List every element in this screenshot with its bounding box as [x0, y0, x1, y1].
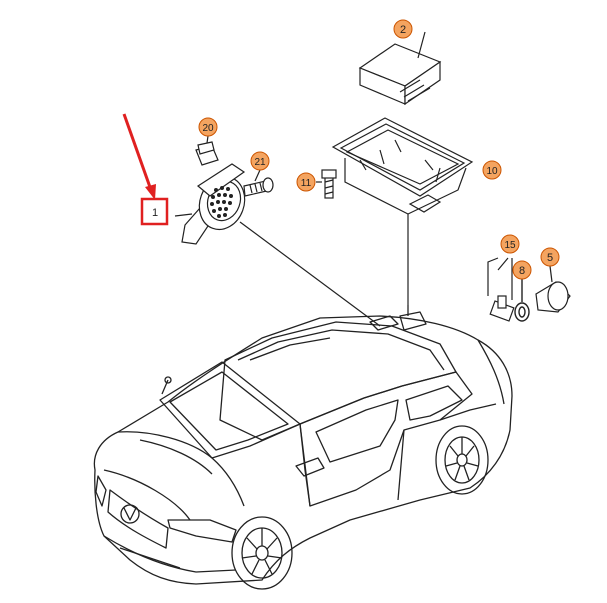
callout-label: 20 [202, 123, 214, 134]
horn-grille [210, 186, 233, 218]
callout-circle [482, 160, 502, 180]
callout-label: 21 [254, 157, 266, 168]
highlight-arrow [122, 113, 156, 200]
callout-5: 5 [540, 247, 560, 267]
callout-circle [512, 260, 532, 280]
rear-wheel [435, 425, 489, 495]
cap-part [535, 265, 571, 313]
callout-20: 20 [198, 117, 218, 137]
callout-2: 2 [393, 19, 413, 39]
callout-8: 8 [512, 260, 532, 280]
callout-label: 11 [301, 178, 312, 189]
bolt-part [316, 169, 337, 199]
callout-label: 2 [400, 24, 406, 36]
control-unit-part [358, 31, 442, 106]
callouts-layer: 1 2 5 8 10 11 15 20 21 [152, 19, 560, 280]
brand-logo [120, 504, 140, 524]
callout-21: 21 [250, 151, 270, 171]
callout-label: 5 [547, 252, 553, 264]
callout-label: 8 [519, 265, 525, 277]
callout-circle [393, 19, 413, 39]
callout-circle [250, 151, 270, 171]
callout-label: 1 [152, 207, 158, 219]
callout-15: 15 [500, 234, 520, 254]
callout-10: 10 [482, 160, 502, 180]
callout-1: 1 [152, 207, 158, 219]
clip-part [195, 135, 219, 166]
callout-11: 11 [296, 172, 316, 192]
highlight-box [140, 197, 169, 226]
callout-label: 15 [504, 240, 516, 251]
bracket-housing-part [331, 117, 474, 305]
callout-circle [198, 117, 218, 137]
callout-circle [500, 234, 520, 254]
callout-circle [296, 172, 316, 192]
alarm-horn-part [174, 163, 381, 327]
sensor-part [487, 257, 515, 322]
callout-circle [540, 247, 560, 267]
car-illustration [93, 305, 513, 590]
front-wheel [231, 516, 293, 590]
screw-part [243, 169, 274, 197]
seal-ring-part [514, 278, 530, 322]
callout-label: 10 [486, 166, 498, 177]
